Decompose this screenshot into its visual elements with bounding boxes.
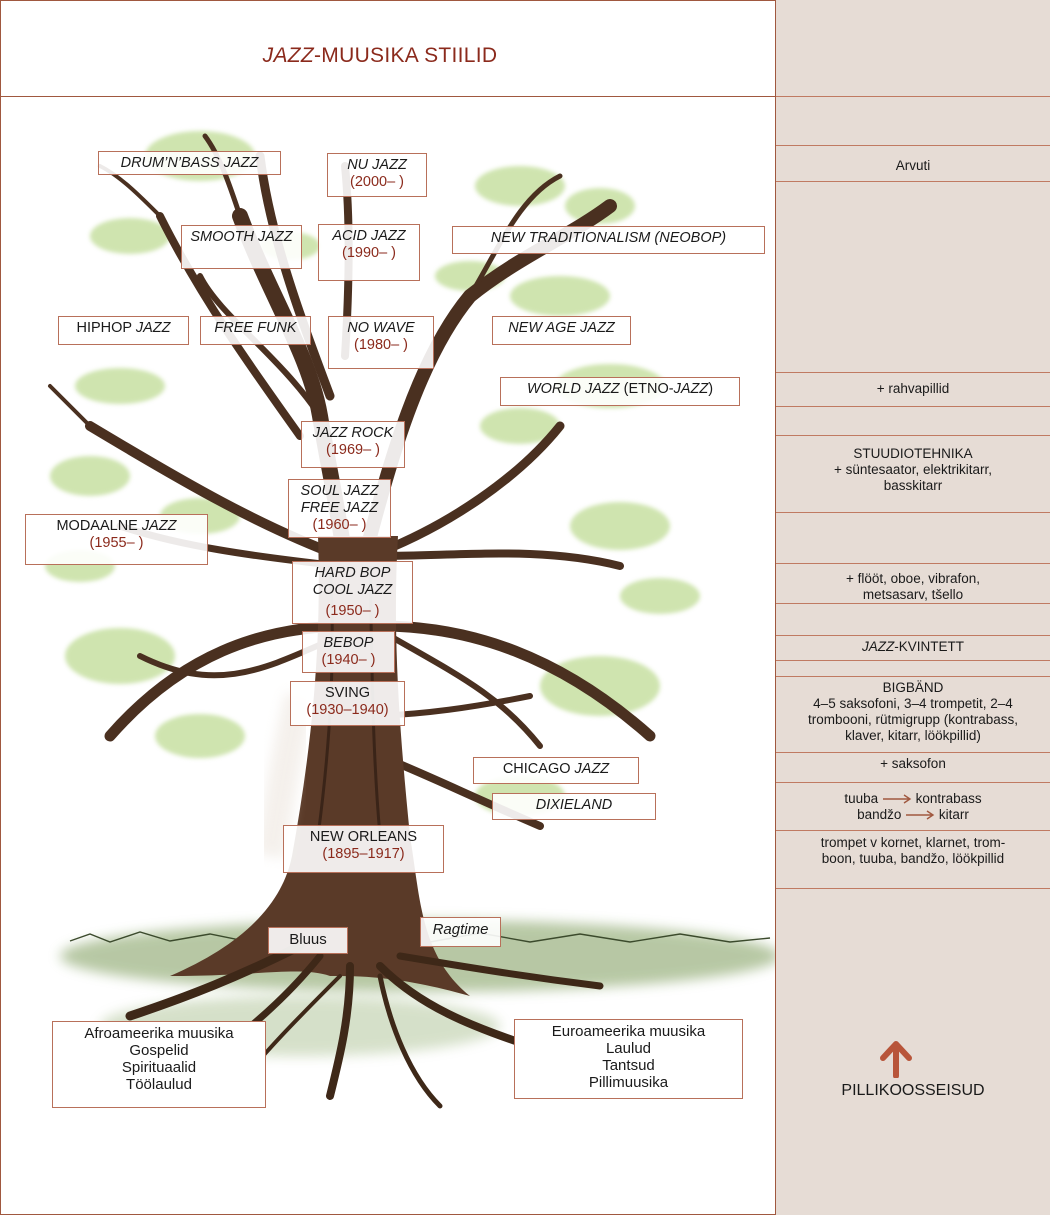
style-new-traditionalism: NEW TRADITIONALISM (NEOBOP) — [452, 226, 765, 254]
roots-afroamerican: Afroameerika muusika Gospelid Spirituaal… — [52, 1021, 266, 1108]
style-smooth-jazz: SMOOTH JAZZ — [181, 225, 302, 269]
instr-flute: + flööt, oboe, vibrafon, metsasarv, tšel… — [846, 571, 980, 602]
page-title: JAZZ-MUUSIKA STIILID — [262, 44, 498, 67]
instr-base: trompet v kornet, klarnet, trom- boon, t… — [820, 835, 1006, 866]
style-free-funk: FREE FUNK — [200, 316, 311, 345]
style-bebop: BEBOP(1940– ) — [302, 631, 395, 673]
style-nu-jazz: NU JAZZ(2000– ) — [327, 153, 427, 197]
style-chicago-jazz: CHICAGO JAZZ — [473, 757, 639, 784]
arrow-right-icon — [882, 794, 912, 805]
root-ragtime: Ragtime — [420, 917, 501, 947]
instr-bigband: BIGBÄND 4–5 saksofoni, 3–4 trompetit, 2–… — [807, 680, 1019, 743]
style-world-jazz: WORLD JAZZ (ETNO-JAZZ) — [500, 377, 740, 406]
title-bar — [1, 1, 775, 97]
style-new-age-jazz: NEW AGE JAZZ — [492, 316, 631, 345]
instr-saksofon: + saksofon — [880, 756, 946, 771]
style-acid-jazz: ACID JAZZ(1990– ) — [318, 224, 420, 281]
instr-rahvapillid: + rahvapillid — [876, 381, 950, 396]
instr-arvuti: Arvuti — [895, 158, 931, 173]
root-bluus: Bluus — [268, 927, 348, 954]
arrow-right-icon — [906, 810, 935, 821]
arrow-up-icon — [880, 1041, 912, 1078]
style-hiphop-jazz: HIPHOP JAZZ — [58, 316, 189, 345]
style-new-orleans: NEW ORLEANS(1895–1917) — [283, 825, 444, 873]
instr-kvintett: JAZZ-KVINTETT — [862, 639, 964, 654]
style-jazz-rock: JAZZ ROCK(1969– ) — [301, 421, 405, 468]
style-sving: SVING(1930–1940) — [290, 681, 405, 726]
style-dixieland: DIXIELAND — [492, 793, 656, 820]
instrument-column: Arvuti + rahvapillid STUUDIOTEHNIKA + sü… — [775, 0, 1050, 1215]
style-modaalne-jazz: MODAALNE JAZZ(1955– ) — [25, 514, 208, 565]
instr-tuuba-bandzo: tuuba kontrabass bandžo kitarr — [844, 791, 982, 822]
style-no-wave: NO WAVE(1980– ) — [328, 316, 434, 369]
instr-studio: STUUDIOTEHNIKA + süntesaator, elektrikit… — [834, 446, 992, 493]
style-drumnbass-jazz: DRUM’N’BASS JAZZ — [98, 151, 281, 175]
roots-euroamerican: Euroameerika muusika Laulud Tantsud Pill… — [514, 1019, 743, 1099]
instruments-label: PILLIKOOSSEISUD — [841, 1082, 985, 1099]
